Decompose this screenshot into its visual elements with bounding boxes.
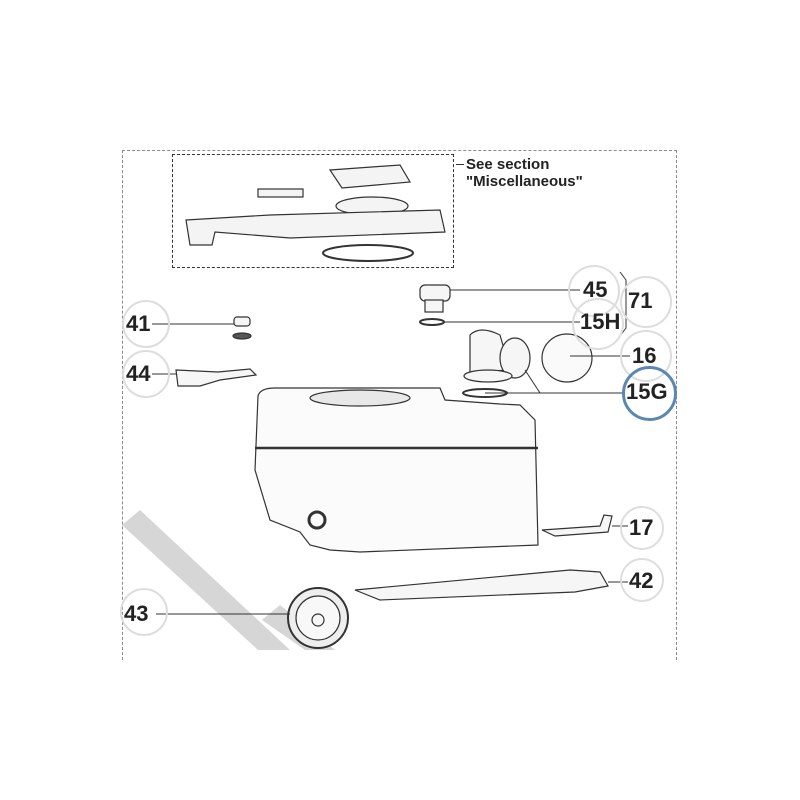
callout-42[interactable]: 42	[629, 568, 654, 593]
note-line-1: See section	[466, 156, 550, 173]
callout-44[interactable]: 44	[126, 361, 151, 386]
note-line-2: "Miscellaneous"	[466, 173, 583, 190]
see-section-note: See section "Miscellaneous"	[466, 156, 583, 190]
callout-41[interactable]: 41	[126, 311, 151, 336]
diagram-frame	[122, 150, 677, 660]
callout-ring-17	[620, 506, 664, 550]
callout-ring-15g-highlighted	[622, 366, 677, 421]
callout-15h[interactable]: 15H	[580, 309, 621, 334]
callout-ring-71	[620, 276, 672, 328]
note-leader	[456, 164, 464, 165]
callout-ring-15h	[572, 298, 624, 350]
callout-16[interactable]: 16	[632, 343, 657, 368]
callout-43[interactable]: 43	[124, 601, 149, 626]
callout-ring-44	[122, 350, 170, 398]
callout-15g[interactable]: 15G	[626, 379, 668, 404]
miscellaneous-subframe	[172, 154, 454, 268]
callout-ring-43	[120, 588, 168, 636]
callout-ring-41	[122, 300, 170, 348]
callout-ring-42	[620, 558, 664, 602]
callout-17[interactable]: 17	[629, 515, 654, 540]
callout-71[interactable]: 71	[628, 288, 653, 313]
callout-45[interactable]: 45	[583, 277, 608, 302]
